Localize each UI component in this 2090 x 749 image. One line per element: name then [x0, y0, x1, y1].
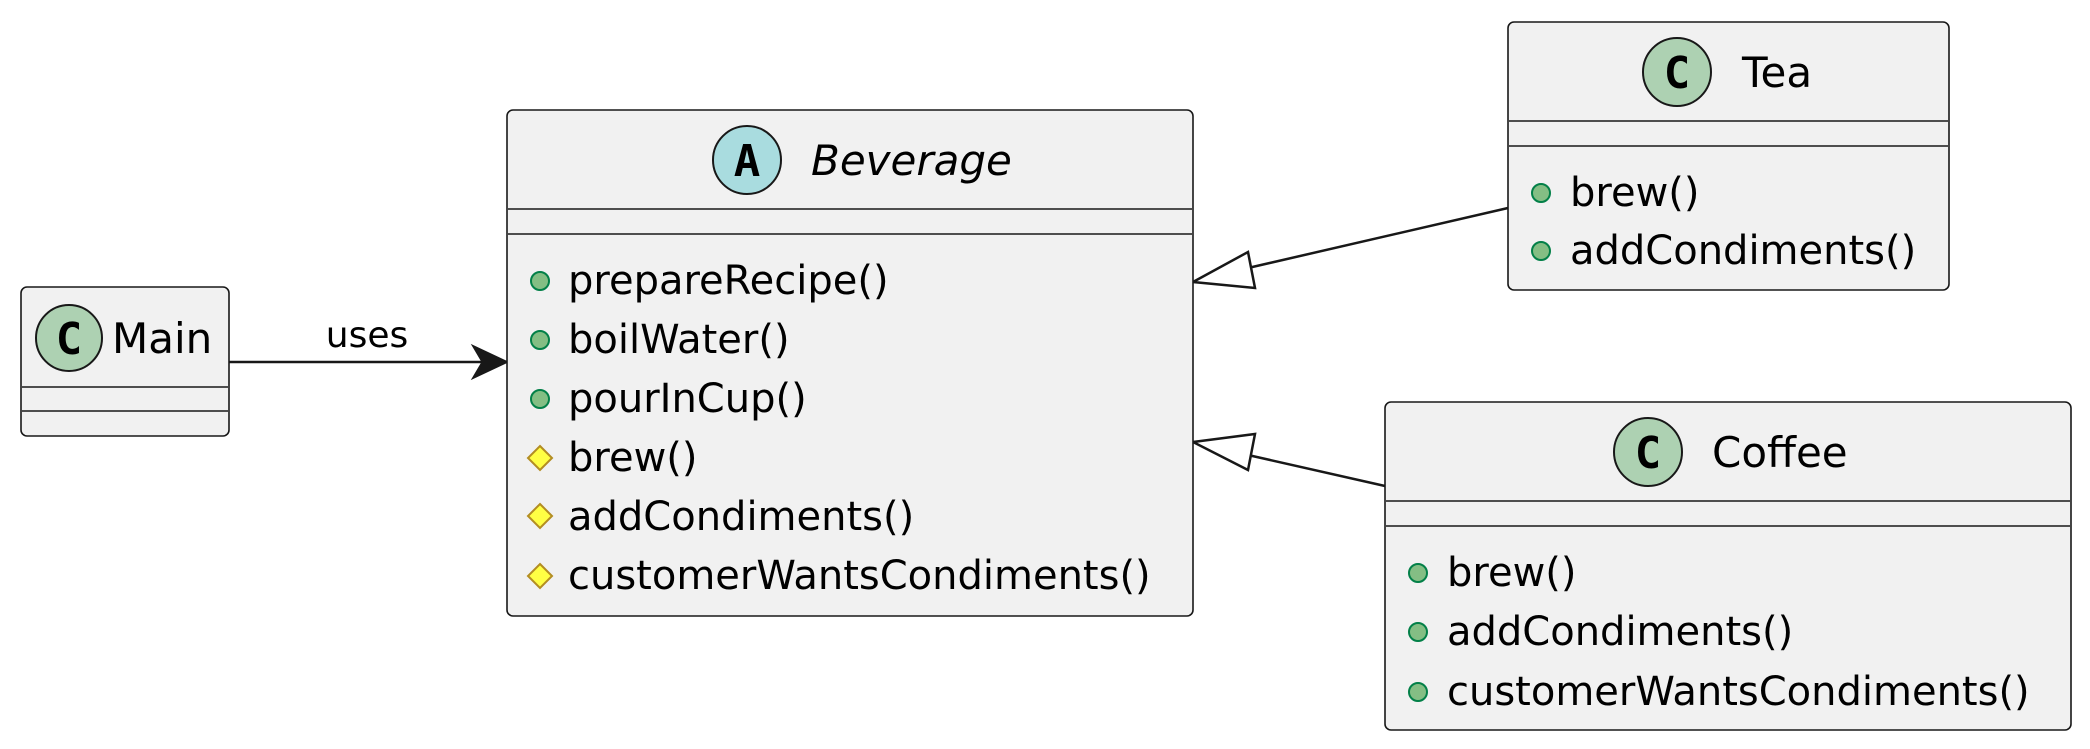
uses-label: uses: [326, 315, 408, 356]
class-tea-badge-letter: C: [1664, 48, 1691, 99]
method-row: prepareRecipe(): [530, 258, 889, 304]
public-visibility-icon: [1408, 563, 1428, 583]
method-name: pourInCup(): [568, 376, 807, 422]
method-name: customerWantsCondiments(): [1447, 669, 2030, 715]
class-coffee-badge-letter: C: [1635, 428, 1662, 479]
class-c-badge-icon: [1613, 417, 1683, 487]
uses-relation: uses: [229, 315, 510, 381]
class-main[interactable]: C Main: [20, 286, 230, 437]
class-beverage-title: Beverage: [811, 136, 1012, 185]
method-name: boilWater(): [568, 317, 790, 363]
abstract-a-badge-icon: [712, 125, 782, 195]
method-row: boilWater(): [530, 317, 790, 363]
tea-inheritance-relation: [1188, 206, 1509, 290]
uses-arrowhead-icon: [470, 343, 510, 381]
method-name: addCondiments(): [1447, 609, 1793, 655]
class-main-badge-letter: C: [56, 314, 83, 365]
method-name: customerWantsCondiments(): [568, 553, 1151, 599]
method-row: customerWantsCondiments(): [526, 553, 1151, 599]
method-name: prepareRecipe(): [568, 258, 889, 304]
class-c-badge-icon: [35, 304, 103, 372]
method-name: addCondiments(): [568, 494, 914, 540]
method-name: addCondiments(): [1570, 228, 1916, 274]
coffee-inheritance-edge-line: [1247, 453, 1386, 488]
coffee-inheritance-relation: [1188, 432, 1386, 488]
public-visibility-icon: [1531, 183, 1551, 203]
method-row: brew(): [526, 435, 698, 481]
class-main-title: Main: [112, 314, 212, 363]
tea-inheritance-triangle-icon: [1188, 250, 1257, 290]
public-visibility-icon: [530, 271, 550, 291]
public-visibility-icon: [1531, 241, 1551, 261]
method-row: addCondiments(): [1408, 609, 1793, 655]
method-name: brew(): [1447, 550, 1577, 596]
method-row: brew(): [1408, 550, 1577, 596]
class-tea[interactable]: C Tea brew() addCondiments(): [1507, 21, 1950, 291]
class-beverage-badge-letter: A: [734, 136, 761, 187]
protected-visibility-icon: [526, 502, 554, 530]
class-coffee-box: [1384, 401, 2072, 731]
class-beverage[interactable]: A Beverage prepareRecipe() boilWater() p…: [506, 109, 1194, 617]
class-tea-box: [1507, 21, 1950, 291]
method-row: addCondiments(): [526, 494, 914, 540]
method-row: addCondiments(): [1531, 228, 1916, 274]
method-row: customerWantsCondiments(): [1408, 669, 2030, 715]
class-tea-title: Tea: [1741, 48, 1812, 97]
method-row: pourInCup(): [530, 376, 807, 422]
class-coffee[interactable]: C Coffee brew() addCondiments() customer…: [1384, 401, 2072, 731]
public-visibility-icon: [1408, 682, 1428, 702]
public-visibility-icon: [1408, 622, 1428, 642]
method-name: brew(): [1570, 170, 1700, 216]
method-row: brew(): [1531, 170, 1700, 216]
coffee-inheritance-triangle-icon: [1188, 432, 1257, 472]
class-c-badge-icon: [1642, 37, 1712, 107]
class-beverage-box: [506, 109, 1194, 617]
protected-visibility-icon: [526, 562, 554, 590]
public-visibility-icon: [530, 389, 550, 409]
protected-visibility-icon: [526, 444, 554, 472]
method-name: brew(): [568, 435, 698, 481]
class-coffee-title: Coffee: [1712, 428, 1848, 477]
tea-inheritance-edge-line: [1247, 206, 1509, 270]
public-visibility-icon: [530, 330, 550, 350]
